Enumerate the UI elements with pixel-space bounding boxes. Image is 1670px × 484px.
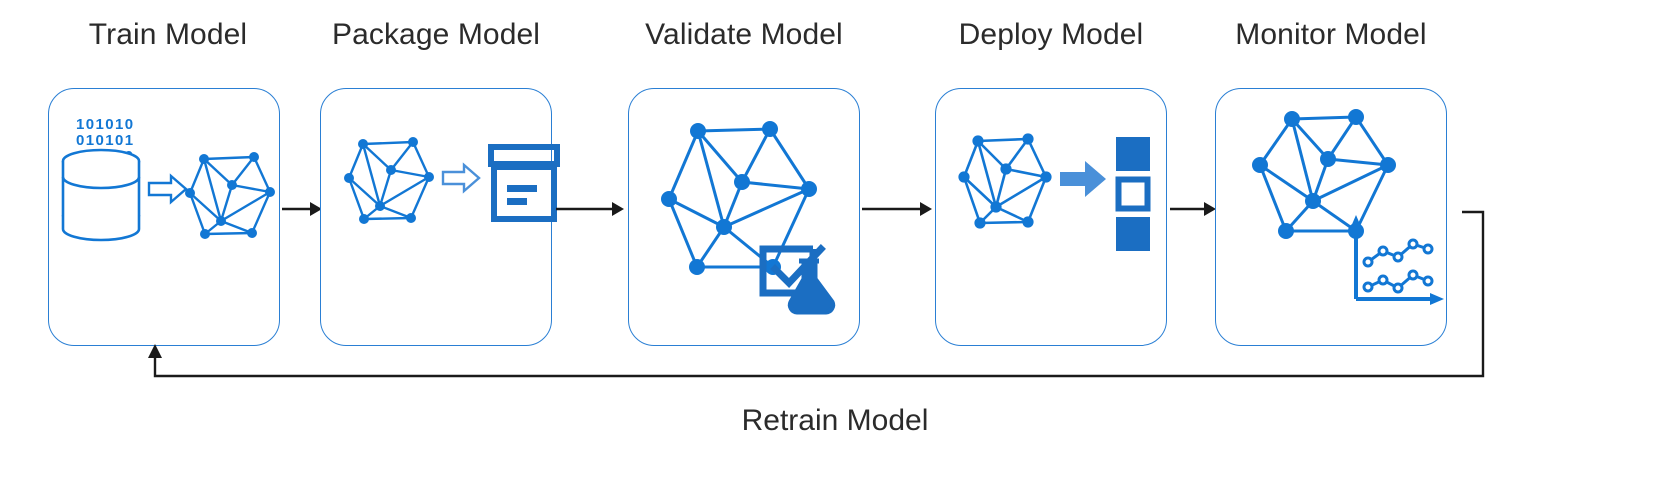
neural-network-graph	[1252, 109, 1396, 239]
neural-network-graph	[344, 137, 434, 224]
network-to-box-icon	[344, 137, 560, 224]
network-with-checklist-flask-icon	[661, 121, 836, 315]
retrain-label: Retrain Model	[741, 404, 929, 437]
hollow-arrow-icon	[147, 173, 188, 205]
server-stack-icon	[1115, 137, 1151, 251]
neural-network-graph	[185, 152, 275, 239]
database-to-network-icon: 101010 010101 101010	[61, 116, 275, 242]
hollow-arrow-icon	[441, 162, 481, 194]
stage-card-package[interactable]	[320, 88, 560, 346]
database-cylinder	[61, 148, 141, 242]
neural-network-graph	[958, 133, 1052, 229]
stage-card-validate[interactable]	[628, 88, 860, 346]
stage-label-deploy: Deploy Model	[958, 18, 1144, 51]
stage-label-monitor: Monitor Model	[1235, 18, 1427, 51]
svg-text:010101: 010101	[76, 132, 134, 149]
stage-label-train: Train Model	[88, 18, 248, 51]
svg-text:101010: 101010	[76, 116, 134, 133]
stage-card-train[interactable]: 101010 010101 101010	[48, 88, 280, 346]
connector-validate-to-deploy	[862, 198, 932, 220]
stage-card-deploy[interactable]	[935, 88, 1167, 346]
flask-icon	[787, 258, 836, 315]
validate-icon-group	[629, 89, 859, 345]
line-chart-icon	[1350, 215, 1444, 305]
solid-arrow-icon	[1060, 161, 1106, 197]
package-box-icon	[488, 144, 560, 222]
network-to-servers-icon	[958, 133, 1151, 251]
package-icon-group	[321, 89, 560, 345]
stage-label-package: Package Model	[331, 18, 541, 51]
connector-package-to-validate	[556, 198, 624, 220]
connector-train-to-package	[282, 198, 322, 220]
connector-deploy-to-monitor	[1170, 198, 1216, 220]
train-icon-group: 101010 010101 101010	[49, 89, 279, 345]
stage-label-validate: Validate Model	[645, 18, 843, 51]
monitor-icon-group	[1216, 89, 1446, 345]
network-with-line-chart-icon	[1252, 109, 1444, 305]
stage-card-monitor[interactable]	[1215, 88, 1447, 346]
deploy-icon-group	[936, 89, 1166, 345]
